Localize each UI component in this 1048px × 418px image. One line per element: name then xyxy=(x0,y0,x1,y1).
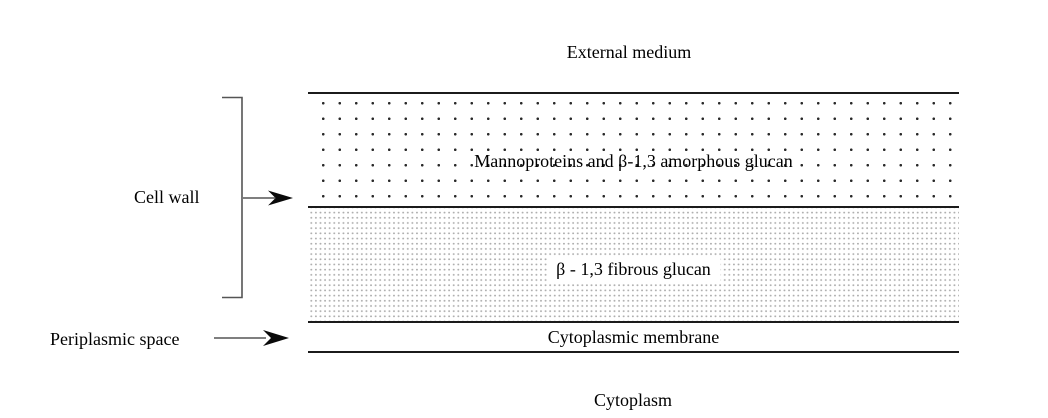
cytoplasmic-membrane-band: Cytoplasmic membrane xyxy=(308,323,959,351)
cytoplasm-label: Cytoplasm xyxy=(593,390,673,410)
cell-wall-layer-stack: Mannoproteins and β-1,3 amorphous glucan… xyxy=(308,92,959,353)
cell-wall-arrowhead-icon xyxy=(268,190,293,206)
cell-wall-label: Cell wall xyxy=(134,187,200,207)
periplasmic-space-label: Periplasmic space xyxy=(50,329,180,349)
cell-wall-bracket xyxy=(222,96,243,299)
membrane-top-line xyxy=(308,321,959,323)
fibrous-glucan-label: β - 1,3 fibrous glucan xyxy=(546,256,721,282)
fibrous-glucan-layer: β - 1,3 fibrous glucan xyxy=(308,208,959,321)
external-medium-label: External medium xyxy=(566,42,692,62)
amorphous-glucan-layer: Mannoproteins and β-1,3 amorphous glucan xyxy=(308,94,959,206)
membrane-bottom-line xyxy=(308,351,959,353)
amorphous-glucan-label: Mannoproteins and β-1,3 amorphous glucan xyxy=(474,151,793,171)
periplasmic-space-arrowhead-icon xyxy=(263,330,289,346)
layer-divider-line xyxy=(308,206,959,208)
outer-boundary-line xyxy=(308,92,959,94)
cytoplasmic-membrane-label: Cytoplasmic membrane xyxy=(547,327,720,347)
